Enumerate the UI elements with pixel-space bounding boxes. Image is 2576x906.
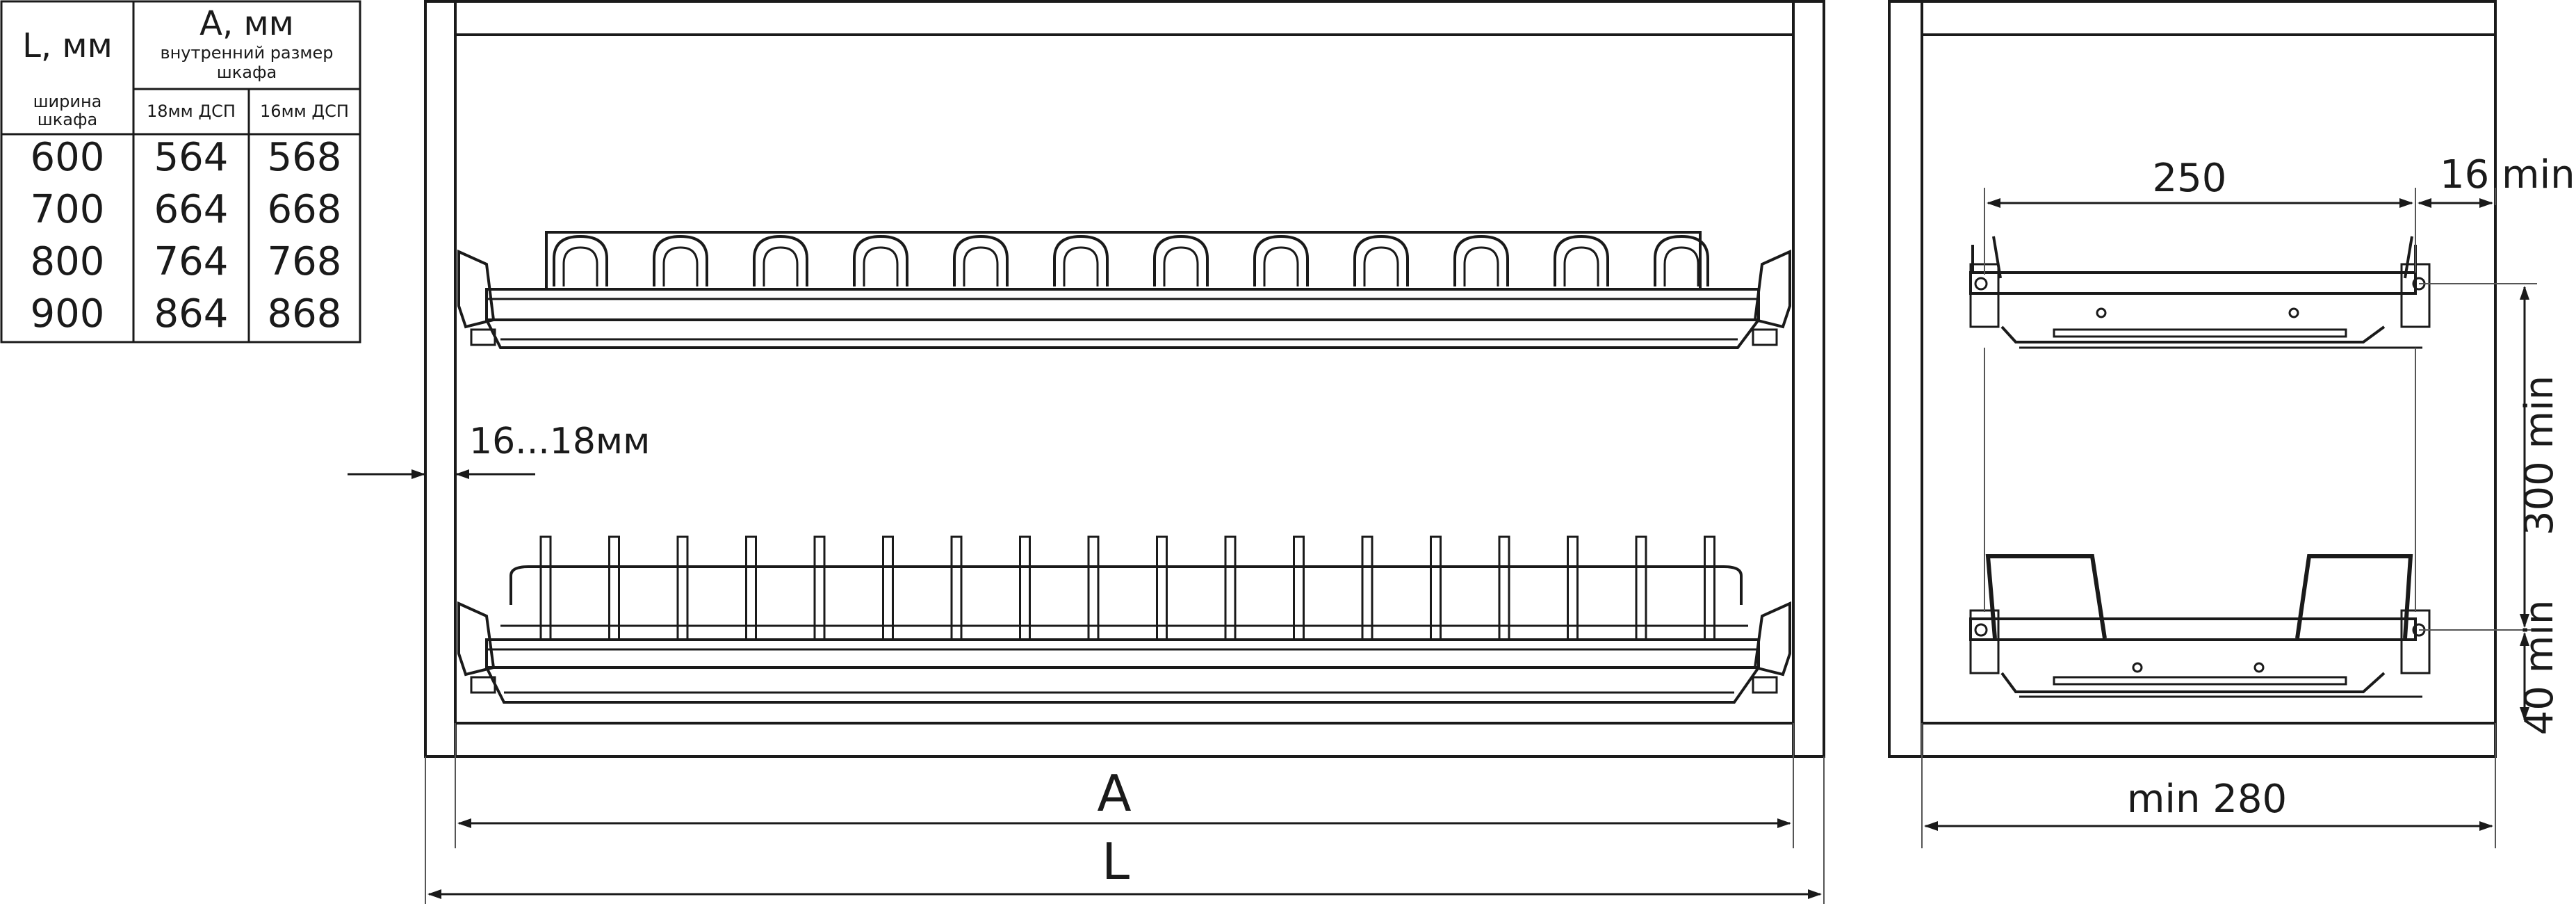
dish-post <box>882 535 894 641</box>
table-cell: 564 <box>154 135 229 180</box>
dish-post <box>676 535 689 641</box>
plate-loop <box>1153 234 1209 286</box>
dish-post <box>539 535 552 641</box>
table-cell: 600 <box>31 135 105 180</box>
plate-loop-inner <box>1263 246 1299 286</box>
table-row-4: 900 864 868 <box>31 291 342 337</box>
cabinet-outline-side <box>1888 0 2497 758</box>
plate-loop-inner <box>1063 246 1099 286</box>
dim-height-label: 300 min <box>2517 375 2562 535</box>
dish-post <box>1567 535 1579 641</box>
plate-loop-inner <box>562 246 598 286</box>
table-row-2: 700 664 668 <box>31 187 342 232</box>
panel-thickness-label: 16...18мм <box>469 421 650 462</box>
dim-offset-label: 16 min <box>2440 152 2575 197</box>
table-cell: 764 <box>154 239 229 284</box>
dish-post <box>1704 535 1715 641</box>
dim-l-label: L <box>1102 832 1130 891</box>
dish-post <box>1635 535 1647 641</box>
plate-loop-inner <box>1663 246 1699 286</box>
plate-loop-inner <box>1163 246 1199 286</box>
table-header-16: 16мм ДСП <box>260 102 349 121</box>
table-cell: 700 <box>31 187 105 232</box>
table-header-18: 18мм ДСП <box>147 102 236 121</box>
dimension-table: L, мм A, мм внутренний размер шкафа шири… <box>0 0 361 343</box>
plate-loop <box>653 234 708 286</box>
plate-loop-inner <box>763 246 799 286</box>
table-header-a: A, мм <box>199 4 294 43</box>
dish-post <box>1498 535 1510 641</box>
table-cell: 664 <box>154 187 229 232</box>
dish-post <box>1156 535 1168 641</box>
plate-loop <box>953 234 1009 286</box>
table-cell: 864 <box>154 291 229 337</box>
dish-post <box>1361 535 1373 641</box>
side-view: 250 16 min 300 min 40 min min 280 <box>1888 0 2575 848</box>
side-lower-rack <box>1969 554 2431 698</box>
table-row-1: 600 564 568 <box>31 135 342 180</box>
dim-min-depth-label: min 280 <box>2127 777 2287 822</box>
dish-post <box>1224 535 1237 641</box>
dim-depth-label: 250 <box>2153 156 2227 201</box>
table-header-l: L, мм <box>22 26 113 65</box>
table-cell: 768 <box>268 239 342 284</box>
dish-post <box>608 535 620 641</box>
plate-loop <box>1253 234 1309 286</box>
upper-rack <box>457 231 1791 349</box>
table-cell: 568 <box>268 135 342 180</box>
table-subheader-a: внутренний размер <box>160 43 333 63</box>
plate-loop <box>853 234 908 286</box>
cabinet-outline-front <box>424 0 1825 758</box>
plate-loop <box>1654 234 1709 286</box>
plate-loop <box>753 234 808 286</box>
dish-post <box>745 535 757 641</box>
side-upper-rack <box>1969 236 2431 349</box>
table-cell: 900 <box>31 291 105 337</box>
dish-post <box>1087 535 1100 641</box>
table-cell: 800 <box>31 239 105 284</box>
table-l-sub-1: ширина <box>33 92 102 111</box>
table-cell: 668 <box>268 187 342 232</box>
plate-loop-inner <box>863 246 899 286</box>
dim-bottom-label: 40 min <box>2517 600 2562 736</box>
plate-loop <box>1353 234 1409 286</box>
dim-a-label: A <box>1097 764 1131 823</box>
table-l-sub-2: шкафа <box>38 110 97 129</box>
plate-loop-inner <box>1463 246 1499 286</box>
plate-loop <box>553 234 608 286</box>
dish-post <box>950 535 963 641</box>
plate-loop <box>1554 234 1609 286</box>
front-view: 16...18мм A L <box>348 0 1825 904</box>
plate-loop-inner <box>662 246 699 286</box>
table-cell: 868 <box>268 291 342 337</box>
plate-loop-inner <box>963 246 999 286</box>
table-row-3: 800 764 768 <box>31 239 342 284</box>
table-subheader-a-2: шкафа <box>217 63 277 82</box>
dish-post <box>1019 535 1031 641</box>
lower-rack-posts <box>539 535 1715 641</box>
upper-rack-loops <box>553 234 1709 286</box>
plate-loop-inner <box>1563 246 1599 286</box>
plate-loop-inner <box>1363 246 1399 286</box>
dish-post <box>1430 535 1442 641</box>
dish-post <box>1293 535 1305 641</box>
dish-post <box>813 535 826 641</box>
lower-rack <box>457 535 1791 704</box>
plate-loop <box>1453 234 1509 286</box>
plate-loop <box>1053 234 1109 286</box>
